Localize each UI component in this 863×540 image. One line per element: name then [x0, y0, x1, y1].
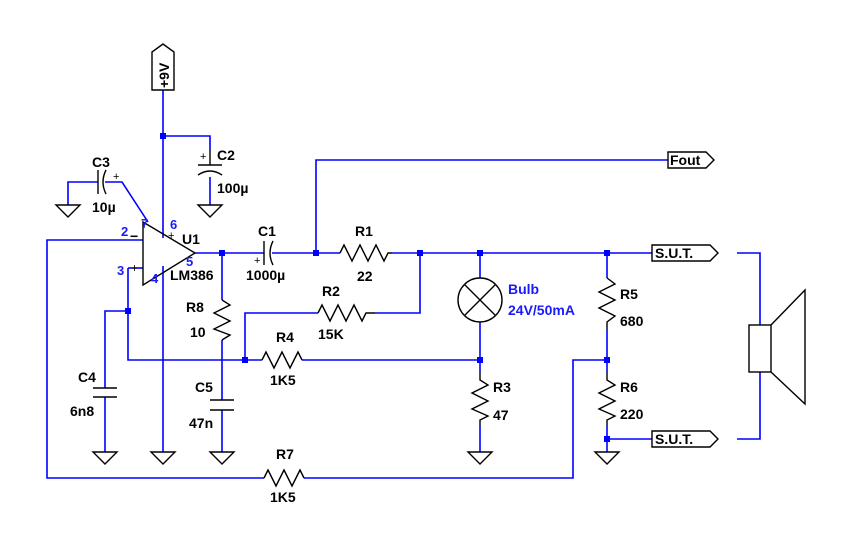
c3-value: 10µ [92, 199, 116, 215]
c2-value: 100µ [217, 180, 248, 196]
r5-ref: R5 [620, 286, 638, 302]
r3-ref: R3 [493, 379, 511, 395]
junction-dot [313, 250, 319, 256]
r7-value: 1K5 [270, 489, 296, 505]
ground-icon [149, 451, 177, 465]
bulb-ref: Bulb [508, 281, 539, 297]
wires [46, 90, 761, 479]
resistor-r1: R1 22 [339, 223, 392, 284]
r4-ref: R4 [276, 329, 294, 345]
supply-label: +9V [156, 62, 172, 88]
c4-value: 6n8 [70, 403, 94, 419]
junction-dot [417, 250, 423, 256]
opamp-triangle-icon [142, 220, 197, 287]
svg-text:+: + [200, 151, 206, 163]
r5-value: 680 [620, 313, 644, 329]
port-sut-top: S.U.T. [651, 244, 719, 262]
svg-text:+: + [113, 171, 119, 183]
junction-dot [477, 357, 483, 363]
resistor-r4: R4 1K5 [261, 329, 303, 388]
ground-icon [196, 204, 224, 218]
pin-2-label: 2 [121, 224, 128, 239]
c3-ref: C3 [92, 154, 110, 170]
bulb-value: 24V/50mA [508, 302, 575, 318]
pin-6-label: 6 [170, 217, 177, 232]
junction-dot [604, 436, 610, 442]
capacitor-c3: + C3 10µ [92, 154, 119, 215]
capacitor-c4: C4 6n8 [70, 369, 117, 419]
junction-dot [219, 250, 225, 256]
r2-ref: R2 [322, 283, 340, 299]
r8-ref: R8 [186, 299, 204, 315]
pin-7-label: 7 [141, 216, 148, 231]
opamp-u1: − + + 2 3 4 5 6 7 U1 LM386 [117, 216, 214, 287]
svg-text:−: − [130, 228, 138, 244]
junction-dot [477, 250, 483, 256]
opamp-ref: U1 [182, 231, 200, 247]
capacitor-c5: C5 47n [189, 379, 234, 431]
c5-value: 47n [189, 415, 213, 431]
c1-value: 1000µ [246, 267, 285, 283]
ground-icon [54, 204, 82, 218]
junction-dot [604, 250, 610, 256]
r4-value: 1K5 [270, 372, 296, 388]
r1-ref: R1 [355, 223, 373, 239]
junctions [125, 133, 610, 442]
sut-bottom-label: S.U.T. [655, 431, 693, 447]
fout-label: Fout [670, 152, 701, 168]
r2-value: 15K [318, 326, 344, 342]
junction-dot [604, 357, 610, 363]
pin-4-label: 4 [151, 271, 159, 286]
resistor-r3: R3 47 [470, 372, 511, 425]
r7-ref: R7 [276, 446, 294, 462]
lamp-icon [457, 277, 503, 323]
ground-icon [593, 451, 621, 465]
resistor-r8: R8 10 [186, 299, 232, 341]
c5-ref: C5 [195, 379, 213, 395]
speaker-icon [748, 288, 806, 406]
ground-icon [91, 451, 119, 465]
junction-dot [125, 308, 131, 314]
port-fout: Fout [667, 151, 715, 169]
r6-ref: R6 [620, 379, 638, 395]
opamp-part: LM386 [170, 267, 214, 283]
bulb-lamp: Bulb 24V/50mA [457, 277, 575, 323]
pin-5-label: 5 [186, 254, 193, 269]
ground-icon [208, 451, 236, 465]
resistor-r6: R6 220 [597, 372, 644, 425]
svg-text:+: + [254, 255, 260, 267]
resistor-r2: R2 15K [317, 283, 375, 342]
ground-symbols [54, 204, 621, 465]
r6-value: 220 [620, 406, 644, 422]
c2-ref: C2 [217, 147, 235, 163]
svg-text:+: + [168, 230, 174, 242]
resistor-r7: R7 1K5 [263, 446, 305, 505]
capacitor-c2: + C2 100µ [197, 147, 248, 196]
svg-text:+: + [131, 261, 138, 275]
junction-dot [160, 133, 166, 139]
sut-top-label: S.U.T. [655, 245, 693, 261]
supply-flag-9v: +9V [151, 43, 175, 91]
r1-value: 22 [357, 268, 373, 284]
pin-3-label: 3 [117, 263, 124, 278]
c1-ref: C1 [258, 223, 276, 239]
capacitor-c1: + C1 1000µ [246, 223, 285, 283]
c4-ref: C4 [78, 369, 96, 385]
r3-value: 47 [493, 407, 509, 423]
r8-value: 10 [190, 324, 206, 340]
resistor-r5: R5 680 [597, 277, 644, 330]
port-sut-bottom: S.U.T. [651, 430, 719, 448]
junction-dot [242, 357, 248, 363]
ground-icon [466, 451, 494, 465]
